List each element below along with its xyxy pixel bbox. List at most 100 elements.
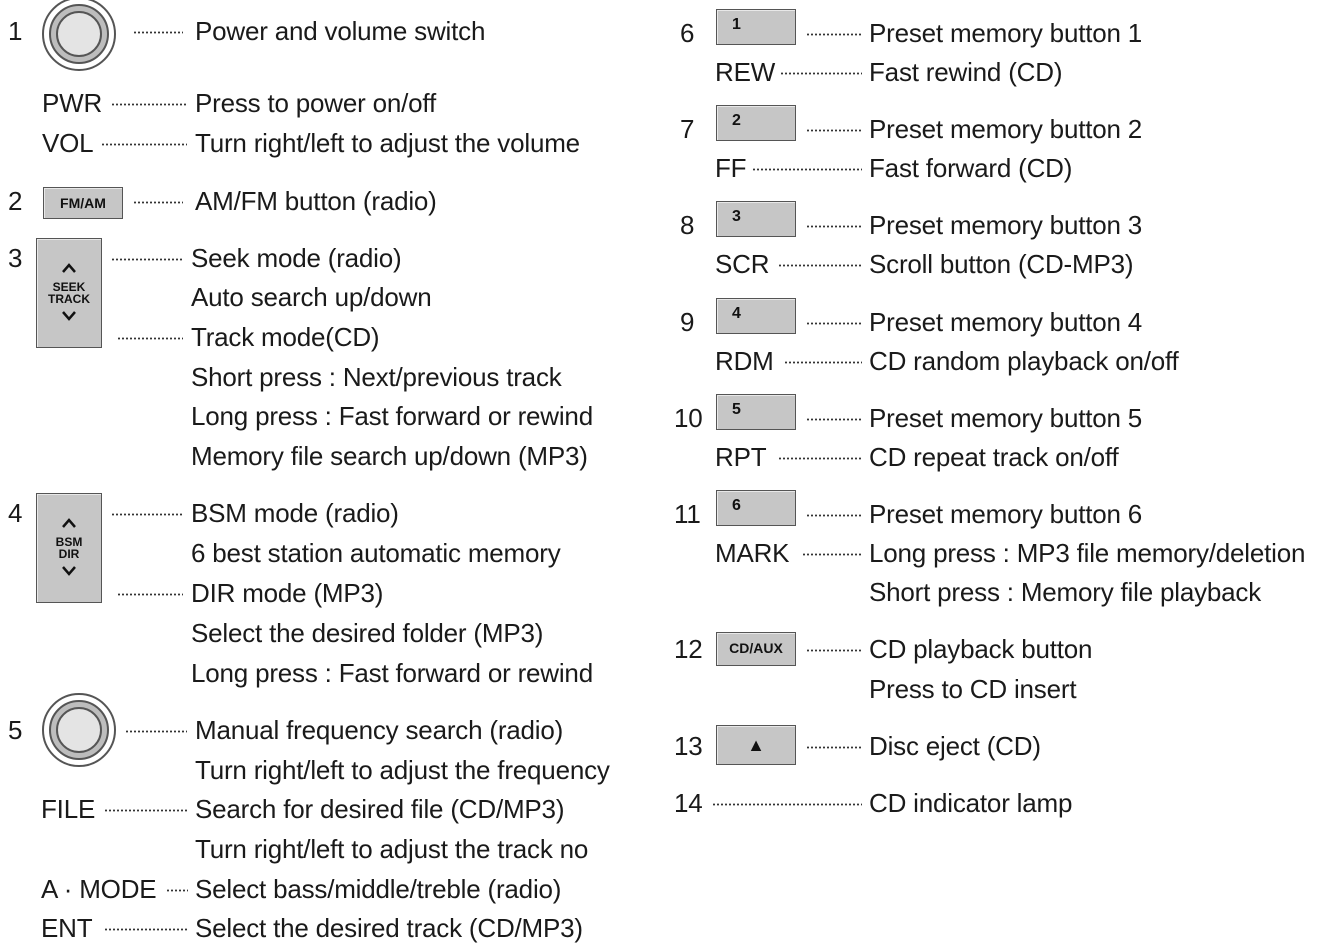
item-description: CD indicator lamp [869,788,1073,818]
leader-dots [133,201,183,204]
control-label-pwr: PWR [42,88,103,118]
item-number: 11 [674,499,701,529]
item-number: 1 [8,16,23,46]
item-description: Preset memory button 3 [869,210,1143,240]
control-label-rew: REW [715,57,776,87]
tune-file-knob-icon [42,693,116,767]
control-label-vol: VOL [42,128,94,158]
item-description: Auto search up/down [191,282,432,312]
item-description: Turn right/left to adjust the track no [195,834,589,864]
fm-am-button: FM/AM [43,187,123,219]
item-description: Select bass/middle/treble (radio) [195,874,562,904]
preset-button-1: 1 [716,9,796,45]
preset-button-3: 3 [716,201,796,237]
item-description: Preset memory button 6 [869,499,1143,529]
item-description: Track mode(CD) [191,322,380,352]
chevron-down-icon [62,566,76,576]
item-number: 4 [8,498,23,528]
control-label-ent: ENT [41,913,93,943]
leader-dots [125,730,187,733]
control-label-scr: SCR [715,249,770,279]
item-description: Long press : Fast forward or rewind [191,658,593,688]
key-label: CD/AUX [729,640,783,656]
item-description: Fast forward (CD) [869,153,1073,183]
leader-dots [104,809,187,812]
item-description: Memory file search up/down (MP3) [191,441,588,471]
leader-dots [802,553,862,556]
item-description: CD playback button [869,634,1093,664]
item-description: Short press : Next/previous track [191,362,562,392]
leader-dots [784,361,862,364]
item-description: Select the desired track (CD/MP3) [195,913,583,943]
key-label: TRACK [48,292,90,306]
leader-dots [117,337,183,340]
item-description: Manual frequency search (radio) [195,715,564,745]
item-description: Short press : Memory file playback [869,577,1262,607]
leader-dots [778,457,862,460]
leader-dots [117,593,183,596]
item-number: 9 [680,307,695,337]
leader-dots [806,33,862,36]
control-label-rdm: RDM [715,346,774,376]
item-description: BSM mode (radio) [191,498,399,528]
eject-icon: ▲ [747,735,765,755]
item-number: 13 [674,731,703,761]
item-number: 5 [8,715,23,745]
item-description: Power and volume switch [195,16,486,46]
key-label: DIR [58,547,80,561]
key-label: FM/AM [60,195,106,211]
chevron-down-icon [62,311,76,321]
cd-aux-button: CD/AUX [716,632,796,666]
chevron-up-icon [62,263,76,273]
leader-dots [166,889,188,892]
item-description: Preset memory button 4 [869,307,1143,337]
item-description: Turn right/left to adjust the frequency [195,755,610,785]
leader-dots [101,143,187,146]
leader-dots [806,225,862,228]
item-description: Preset memory button 2 [869,114,1143,144]
item-description: Preset memory button 5 [869,403,1143,433]
bsm-dir-rocker: BSM DIR [36,493,102,603]
leader-dots [712,803,862,806]
item-description: Preset memory button 1 [869,18,1143,48]
item-description: CD repeat track on/off [869,442,1119,472]
leader-dots [780,72,862,75]
control-label-amode: A · MODE [41,874,157,904]
leader-dots [806,514,862,517]
item-description: Select the desired folder (MP3) [191,618,544,648]
item-description: Long press : Fast forward or rewind [191,401,593,431]
key-label: 2 [732,112,741,129]
key-label: 4 [732,305,741,322]
control-label-rpt: RPT [715,442,767,472]
item-number: 6 [680,18,695,48]
item-description: Turn right/left to adjust the volume [195,128,580,158]
key-label: 5 [732,401,741,418]
preset-button-4: 4 [716,298,796,334]
leader-dots [104,928,187,931]
key-label: BSM [55,535,83,549]
power-volume-knob-icon [42,0,116,71]
leader-dots [111,513,183,516]
item-number: 12 [674,634,703,664]
item-description: AM/FM button (radio) [195,186,437,216]
leader-dots [111,103,187,106]
item-description: CD random playback on/off [869,346,1179,376]
item-description: Press to power on/off [195,88,437,118]
item-description: Fast rewind (CD) [869,57,1063,87]
item-description: Search for desired file (CD/MP3) [195,794,565,824]
leader-dots [806,746,862,749]
leader-dots [778,264,862,267]
leader-dots [806,129,862,132]
leader-dots [752,168,862,171]
leader-dots [806,418,862,421]
item-number: 10 [674,403,703,433]
leader-dots [806,649,862,652]
item-description: 6 best station automatic memory [191,538,561,568]
leader-dots [806,322,862,325]
key-label: 1 [732,16,741,33]
preset-button-2: 2 [716,105,796,141]
item-number: 14 [674,788,703,818]
preset-button-6: 6 [716,490,796,526]
item-description: DIR mode (MP3) [191,578,384,608]
item-description: Scroll button (CD-MP3) [869,249,1134,279]
